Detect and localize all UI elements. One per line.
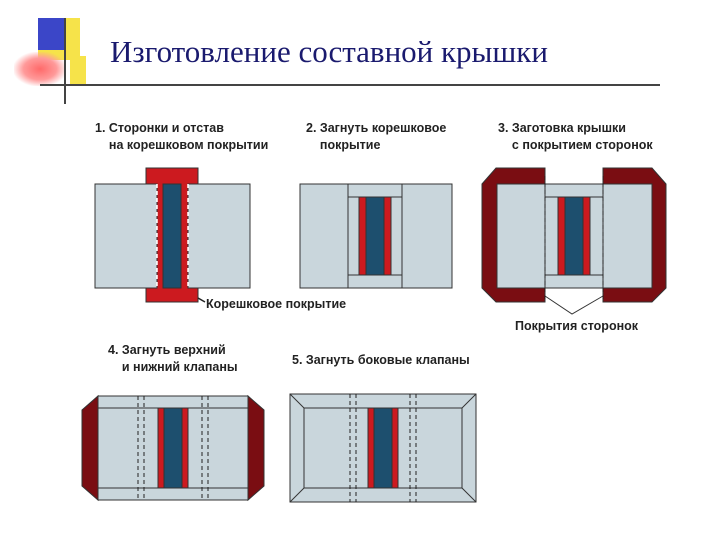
decor-yellow-bar bbox=[70, 56, 86, 86]
step-2-caption: 2. Загнуть корешковое покрытие bbox=[306, 121, 447, 152]
step-4-caption: 4. Загнуть верхний и нижний клапаны bbox=[108, 343, 238, 374]
spine-cover-label: Корешковое покрытие bbox=[206, 297, 346, 311]
board-left bbox=[299, 183, 351, 289]
board-left bbox=[94, 183, 158, 289]
decor-horizontal-line bbox=[40, 84, 660, 86]
slide-title: Изготовление составной крышки bbox=[110, 34, 548, 69]
decor-vertical-line bbox=[64, 18, 66, 104]
step-1-caption: 1. Сторонки и отстав на корешковом покры… bbox=[95, 121, 269, 152]
step-4-figure bbox=[81, 394, 265, 502]
step-5-figure bbox=[289, 393, 477, 503]
step-1-figure: Корешковое покрытие bbox=[94, 167, 346, 311]
board-right bbox=[187, 183, 251, 289]
step-3-figure: Покрытия сторонок bbox=[481, 167, 667, 333]
spine-strip bbox=[564, 196, 584, 276]
board-cover-label: Покрытия сторонок bbox=[515, 319, 639, 333]
spine-strip bbox=[163, 407, 183, 489]
decor-blue-square bbox=[38, 18, 66, 50]
step-2-figure bbox=[299, 183, 453, 289]
spine-cover-pointer bbox=[197, 297, 206, 303]
flap-right bbox=[247, 394, 265, 502]
step-5-caption: 5. Загнуть боковые клапаны bbox=[292, 353, 470, 367]
decor-red-blur bbox=[14, 52, 66, 86]
spine-strip bbox=[365, 196, 385, 276]
board-right bbox=[399, 183, 453, 289]
spine-strip bbox=[373, 407, 393, 489]
flap-left bbox=[81, 394, 99, 502]
spine-strip bbox=[162, 183, 182, 289]
step-3-caption: 3. Заготовка крышки с покрытием сторонок bbox=[498, 121, 653, 152]
board-cover-pointer bbox=[544, 295, 604, 315]
